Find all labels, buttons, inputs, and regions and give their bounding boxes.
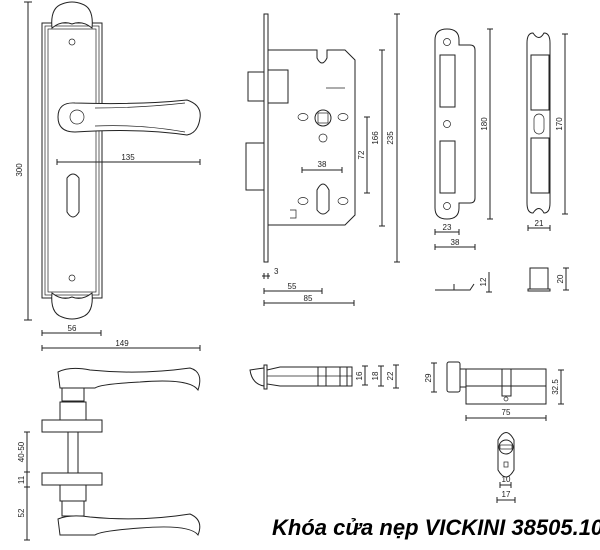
dim-lock-3: 3	[274, 267, 279, 276]
dim-latch-22: 22	[386, 371, 395, 380]
cylinder-dimensions: 29 32.5 75	[424, 362, 564, 421]
dim-handle-length: 135	[121, 153, 135, 162]
dim-strike-12: 12	[479, 277, 488, 286]
dim-lock-55: 55	[288, 282, 297, 291]
dim-cyl-32-5: 32.5	[551, 379, 560, 395]
lock-body-view	[245, 13, 356, 263]
latch-dimensions: 16 18 22	[355, 364, 399, 389]
dim-latch-16: 16	[355, 371, 364, 380]
dim-strip-170: 170	[555, 117, 564, 131]
strike-plate-view	[434, 28, 476, 291]
dim-door-40-50: 40-50	[17, 441, 26, 462]
dim-lock-166: 166	[371, 131, 380, 145]
dim-cyl-17: 17	[502, 490, 511, 499]
dim-strip-21: 21	[535, 219, 544, 228]
dim-plate-width: 56	[68, 324, 77, 333]
strike-dimensions: 180 23 38 12	[434, 28, 493, 293]
cylinder-end-view: 10 17	[496, 432, 516, 503]
strip-dimensions: 170 21 20	[527, 33, 569, 291]
dim-lock-38: 38	[318, 160, 327, 169]
dim-strike-38: 38	[451, 238, 460, 247]
dim-lock-235: 235	[386, 131, 395, 145]
dim-cyl-10: 10	[502, 475, 511, 484]
handle-plate-front-view	[41, 1, 201, 320]
door-thickness-dimensions: 40-50 11 52	[17, 431, 30, 541]
latch-side-view	[249, 364, 353, 390]
handle-side-view	[41, 367, 201, 537]
dim-door-11: 11	[17, 475, 26, 484]
dim-strike-23: 23	[443, 223, 452, 232]
cylinder-view	[446, 361, 547, 405]
product-title: Khóa cửa nẹp VICKINI 38505.101	[272, 515, 600, 540]
dim-strip-20: 20	[556, 274, 565, 283]
lock-dimensions: 72 166 235 38 3 55 85	[262, 13, 400, 306]
handle-dimensions: 300 135 56 149	[15, 1, 201, 351]
dim-lock-72: 72	[357, 150, 366, 159]
dim-lock-85: 85	[304, 294, 313, 303]
dim-cyl-75: 75	[502, 408, 511, 417]
dim-door-52: 52	[17, 508, 26, 517]
dim-overall-width: 149	[115, 339, 129, 348]
strip-plate-view	[526, 32, 551, 292]
dim-plate-height: 300	[15, 163, 24, 177]
dim-latch-18: 18	[371, 371, 380, 380]
dim-cyl-29: 29	[424, 373, 433, 382]
dim-strike-180: 180	[480, 117, 489, 131]
